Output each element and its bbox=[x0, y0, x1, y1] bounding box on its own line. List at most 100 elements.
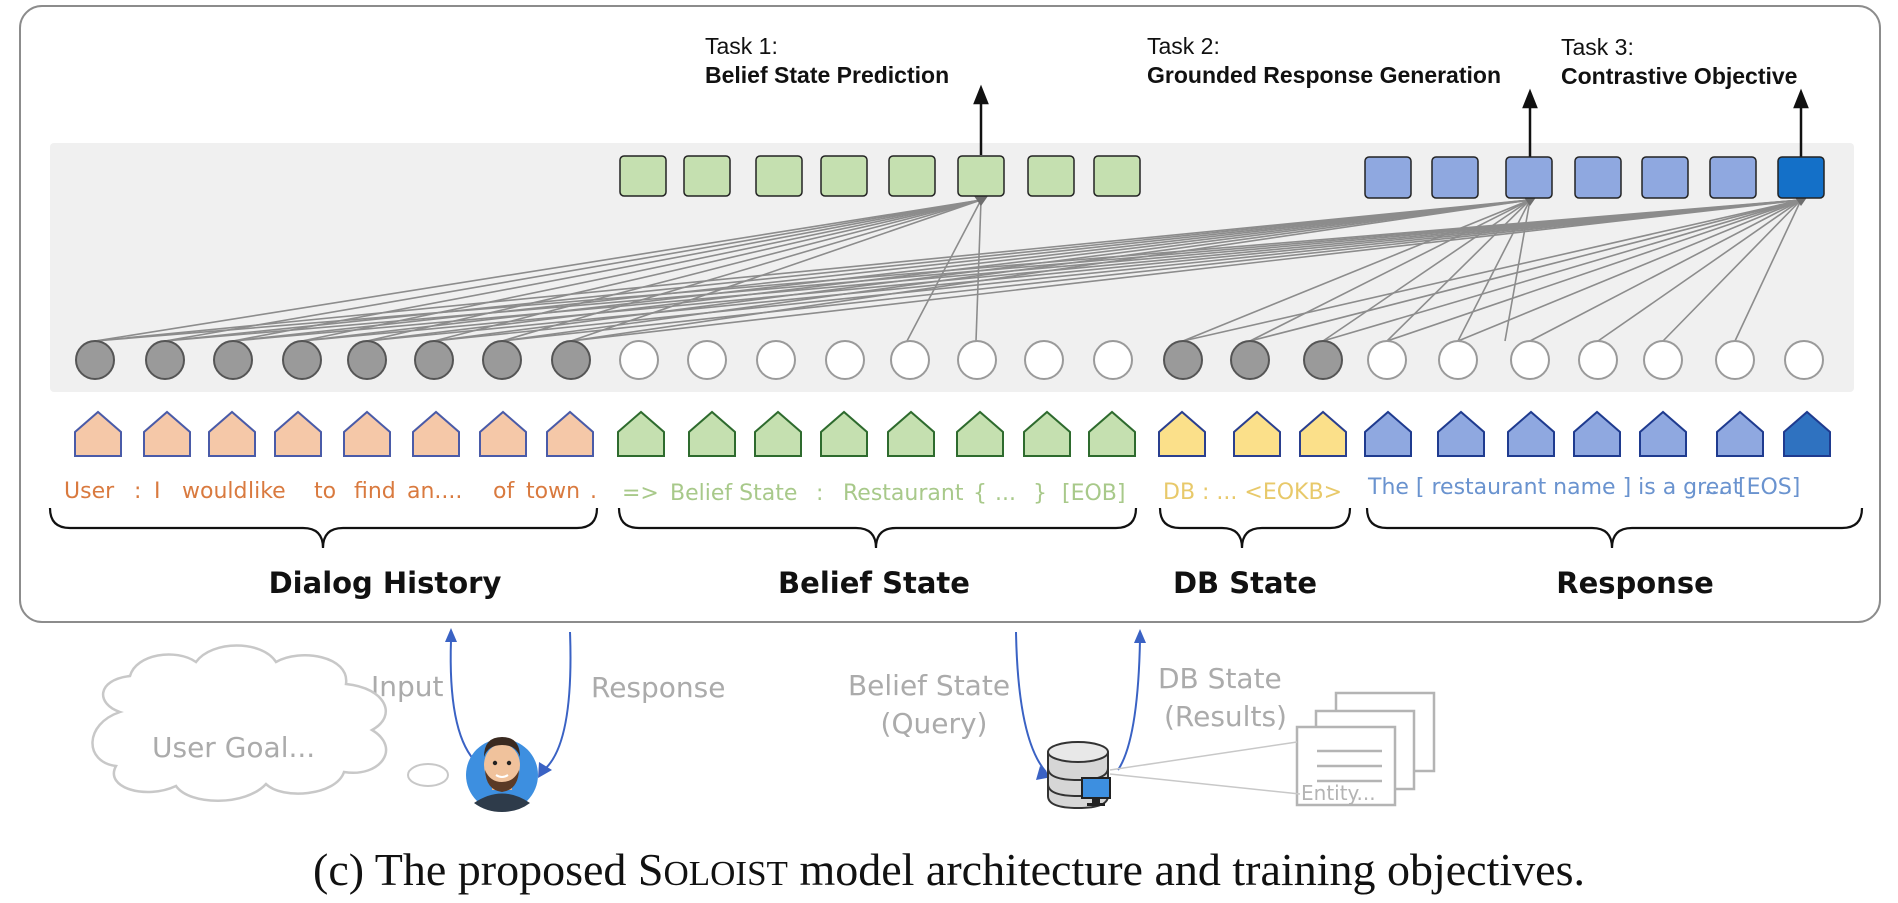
history-token: . bbox=[590, 479, 597, 504]
belief-embedding bbox=[956, 410, 1004, 457]
history-embedding bbox=[143, 410, 191, 457]
results-arrow bbox=[1117, 639, 1141, 771]
hidden-state-nodes bbox=[75, 340, 1824, 380]
belief-state-label: Belief State bbox=[778, 566, 970, 600]
belief-hidden-node bbox=[756, 340, 796, 380]
history-hidden-node bbox=[282, 340, 322, 380]
attention-line bbox=[232, 199, 1802, 342]
history-token: an.... bbox=[407, 479, 462, 504]
attention-line bbox=[1386, 199, 1531, 342]
belief-output-box bbox=[683, 155, 731, 197]
attention-line bbox=[1386, 199, 1802, 342]
belief-output-box bbox=[820, 155, 868, 197]
response-embedding bbox=[1507, 410, 1555, 457]
response-embedding bbox=[1573, 410, 1621, 457]
attention-arrowhead bbox=[974, 196, 988, 206]
history-token: like bbox=[248, 479, 286, 504]
input-embeddings bbox=[74, 410, 1831, 457]
history-token: I bbox=[154, 479, 161, 504]
response-token: ... bbox=[1704, 475, 1725, 500]
belief-embedding bbox=[820, 410, 868, 457]
response-text: The [ restaurant name ] is a great ... [… bbox=[1367, 475, 1800, 500]
attention-line bbox=[164, 199, 982, 342]
attention-line bbox=[1182, 199, 1802, 342]
response-hidden-node bbox=[1715, 340, 1755, 380]
belief-hidden-node bbox=[1093, 340, 1133, 380]
belief-embedding bbox=[617, 410, 665, 457]
history-embedding bbox=[343, 410, 391, 457]
attention-line bbox=[501, 199, 982, 342]
belief-embedding bbox=[688, 410, 736, 457]
attention-line bbox=[94, 199, 1802, 342]
interaction-flow: Input Response Belief State (Query) DB S… bbox=[91, 628, 1436, 812]
history-token: find bbox=[354, 479, 396, 504]
response-output-box bbox=[1709, 156, 1757, 199]
db-token: DB : ... <EOKB> bbox=[1163, 480, 1342, 505]
response-embedding bbox=[1437, 410, 1485, 457]
response-output-box bbox=[1505, 156, 1553, 199]
belief-hidden-node bbox=[687, 340, 727, 380]
input-arrowhead bbox=[445, 628, 457, 642]
input-arrow bbox=[449, 639, 475, 761]
belief-token: : bbox=[816, 481, 823, 506]
response-token: [EOS] bbox=[1738, 475, 1800, 500]
response-hidden-node bbox=[1578, 340, 1618, 380]
belief-output-box bbox=[1093, 155, 1141, 197]
attention-line bbox=[301, 199, 1531, 342]
attention-line bbox=[1529, 199, 1802, 342]
attention-line bbox=[164, 199, 1802, 342]
attention-line bbox=[301, 199, 1802, 342]
belief-output-box bbox=[888, 155, 936, 197]
query-arrow bbox=[1015, 631, 1047, 773]
db-results-label: DB State bbox=[1158, 662, 1282, 695]
belief-hidden-node bbox=[1024, 340, 1064, 380]
belief-output-box bbox=[1027, 155, 1075, 197]
history-embedding bbox=[274, 410, 322, 457]
response-hidden-node bbox=[1643, 340, 1683, 380]
history-token: to bbox=[314, 479, 336, 504]
attention-line bbox=[366, 199, 1802, 342]
response-hidden-node bbox=[1784, 340, 1824, 380]
attention-line bbox=[164, 199, 1531, 342]
history-embedding bbox=[546, 410, 594, 457]
caption-suffix: model architecture and training objectiv… bbox=[788, 844, 1585, 895]
attention-line bbox=[1597, 199, 1802, 342]
dialog-history-label: Dialog History bbox=[269, 566, 502, 600]
results-arrowhead bbox=[1134, 629, 1146, 643]
task3-number: Task 3: bbox=[1561, 34, 1634, 60]
attention-line bbox=[1322, 199, 1802, 342]
caption-name-initial: S bbox=[638, 844, 664, 895]
contrastive-output-box bbox=[1777, 156, 1825, 199]
history-embedding bbox=[208, 410, 256, 457]
output-tokens bbox=[619, 155, 1825, 199]
attention-line bbox=[94, 199, 982, 342]
attention-line bbox=[433, 199, 982, 342]
response-arrow bbox=[545, 631, 572, 769]
transformer-panel bbox=[50, 143, 1854, 392]
response-embedding bbox=[1364, 410, 1412, 457]
task1-arrowhead bbox=[973, 84, 989, 105]
history-hidden-node bbox=[482, 340, 522, 380]
attention-line bbox=[570, 199, 982, 342]
task1-name: Belief State Prediction bbox=[705, 62, 949, 88]
attention-line bbox=[570, 199, 1802, 342]
history-embedding bbox=[412, 410, 460, 457]
avatar bbox=[466, 737, 538, 812]
belief-token: [EOB] bbox=[1062, 481, 1125, 506]
entity-documents bbox=[1295, 691, 1436, 807]
response-brace bbox=[1365, 507, 1864, 549]
db-embedding bbox=[1233, 410, 1281, 457]
task1-number: Task 1: bbox=[705, 33, 778, 59]
history-token: User bbox=[64, 479, 115, 504]
attention-line bbox=[1249, 199, 1531, 342]
response-arrowhead bbox=[538, 762, 552, 778]
db-results-label-2: (Results) bbox=[1164, 700, 1287, 733]
response-output-box bbox=[1574, 156, 1622, 199]
dialog-history-text: User : I would like to find an.... of to… bbox=[64, 479, 597, 504]
belief-hidden-node bbox=[825, 340, 865, 380]
history-hidden-node bbox=[347, 340, 387, 380]
response-token: The [ restaurant name ] is a great bbox=[1367, 475, 1742, 500]
db-embedding bbox=[1299, 410, 1347, 457]
attention-line bbox=[501, 199, 1802, 342]
response-label: Response bbox=[591, 671, 725, 704]
